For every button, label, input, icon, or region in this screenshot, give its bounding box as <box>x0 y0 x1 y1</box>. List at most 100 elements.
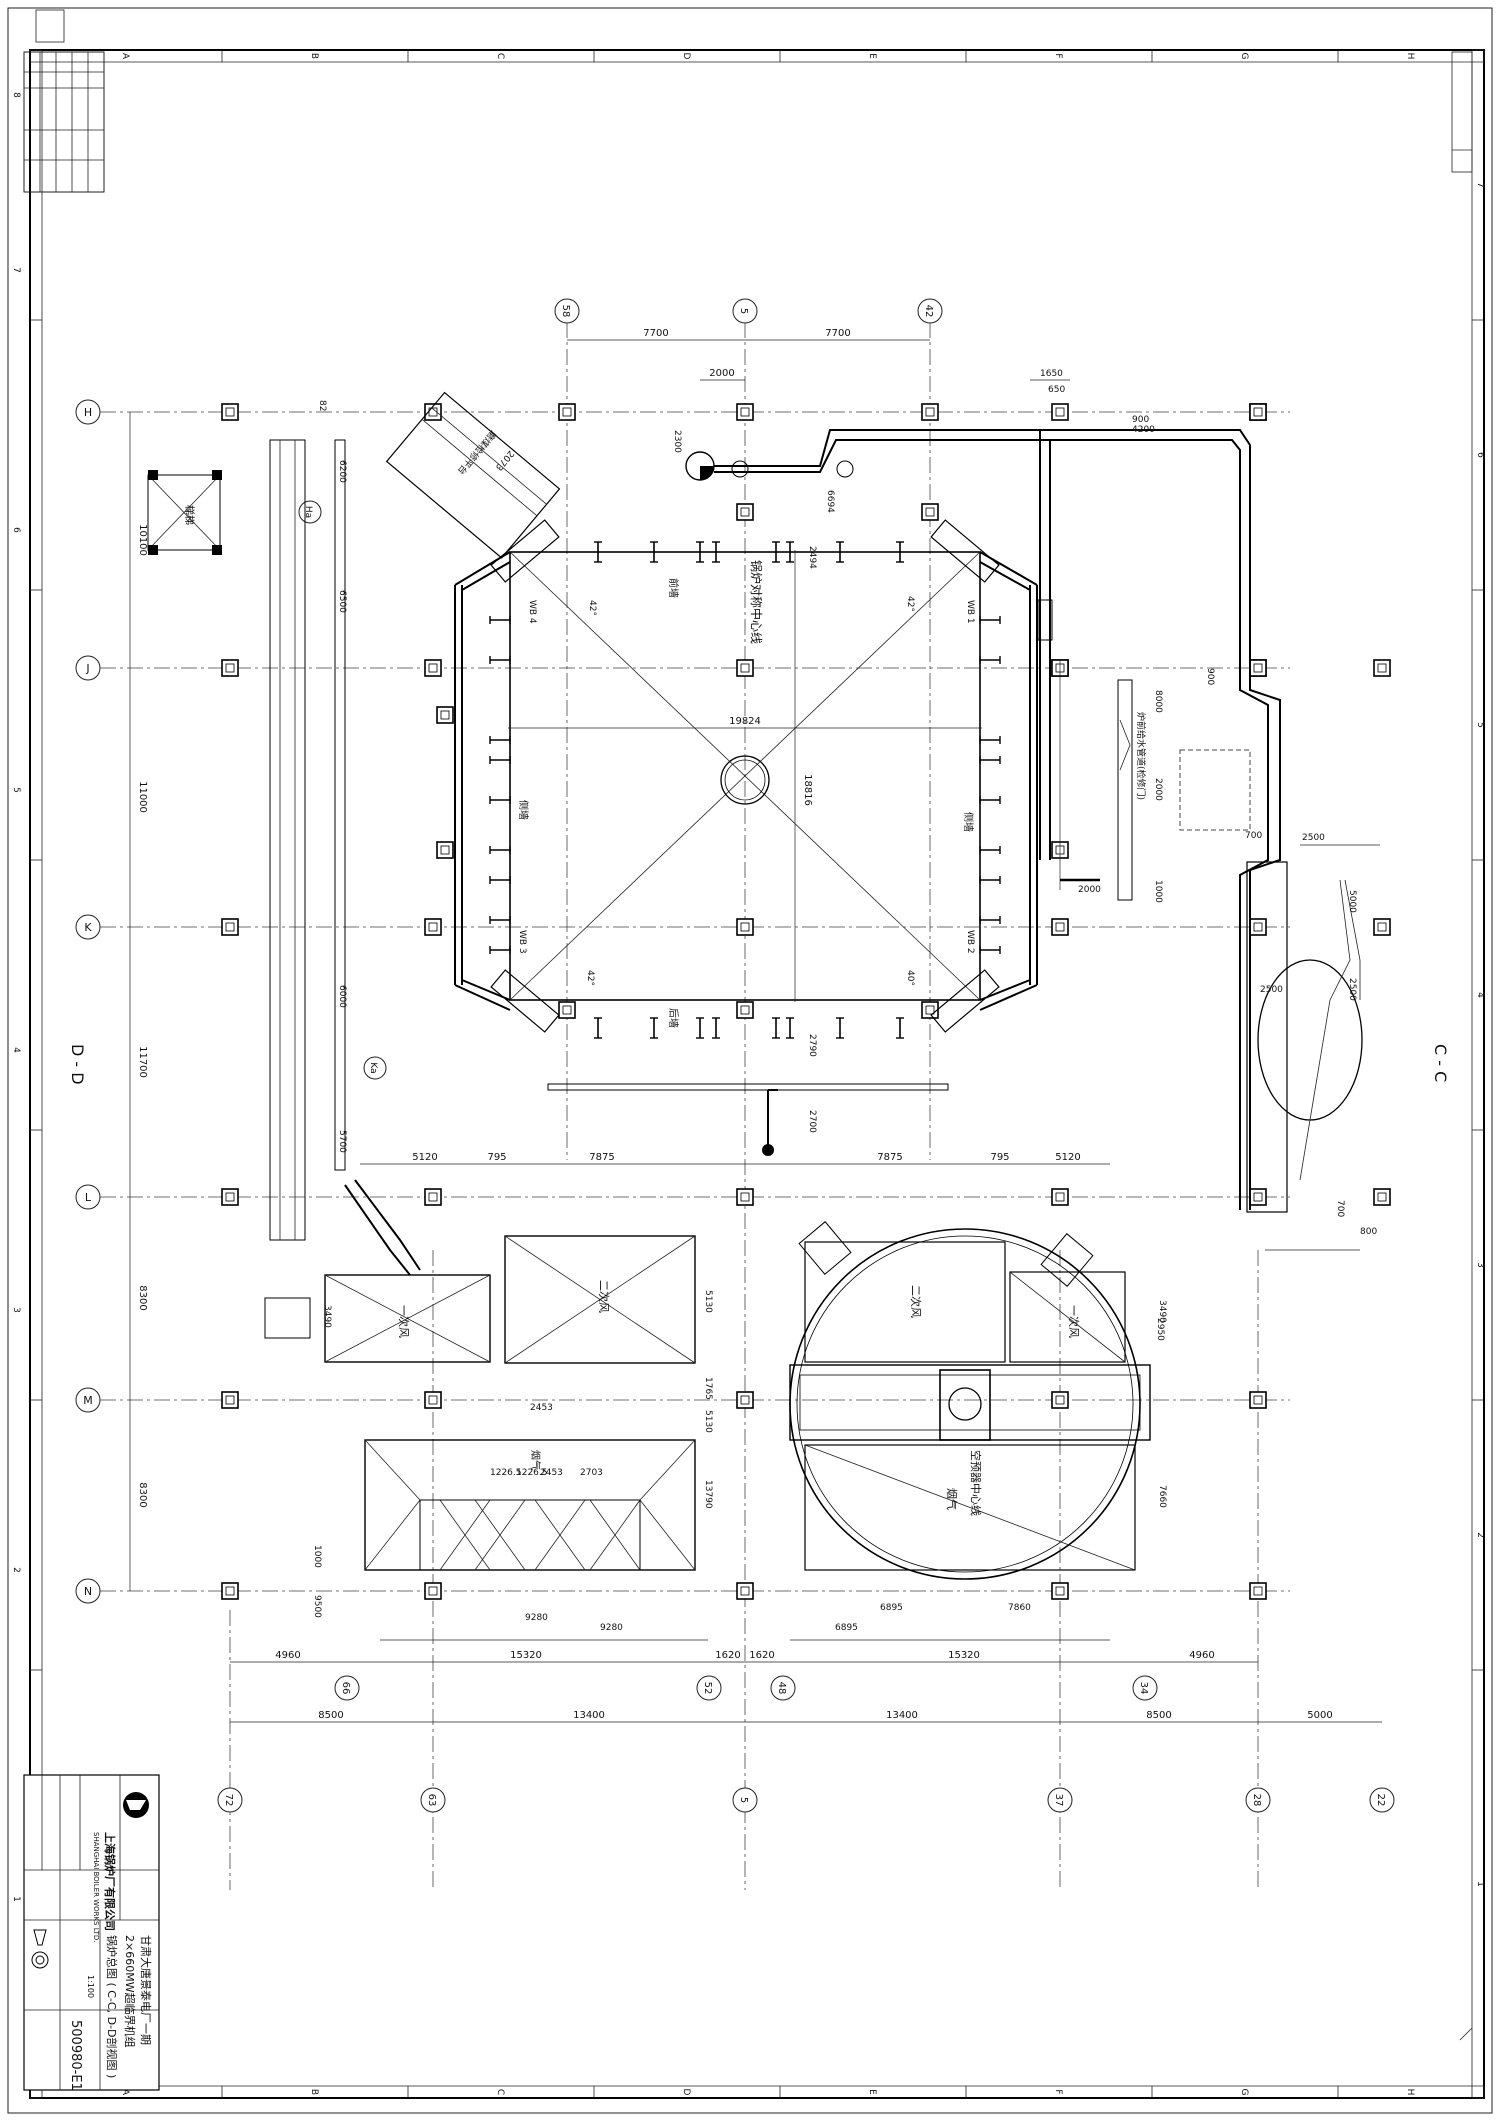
margin-number-right: 7 <box>1475 182 1485 188</box>
margin-ticks <box>29 49 1485 2099</box>
burner-nozzle <box>712 541 720 563</box>
column-marker <box>1249 918 1267 936</box>
maint-platform <box>385 391 561 559</box>
misc-dimension: 3490 <box>322 1305 332 1328</box>
burner-nozzle <box>836 1017 844 1039</box>
margin-number-right: 4 <box>1475 992 1485 998</box>
misc-dimension: 82 <box>317 400 327 411</box>
row-M: M <box>83 1394 93 1407</box>
misc-dimension: 800 <box>1360 1227 1377 1237</box>
misc-dimension: 1000 <box>312 1545 322 1568</box>
burner-nozzle <box>979 946 1001 954</box>
margin-number-left: 7 <box>11 267 21 273</box>
burner-nozzle <box>489 946 511 954</box>
misc-dimension: 9500 <box>312 1595 322 1618</box>
label-maint-note: 2073 <box>493 448 515 472</box>
label-flue-gas-left: 烟气 <box>529 1450 542 1470</box>
label-side-wall-left: 侧墙 <box>517 800 530 820</box>
bubble-Ka: Ka <box>368 1062 378 1073</box>
misc-dimension: 700 <box>1335 1200 1345 1217</box>
label-rear-wall: 后墙 <box>667 1008 680 1028</box>
burner-nozzle <box>979 846 1001 854</box>
column-marker <box>736 503 754 521</box>
burner-nozzle <box>979 796 1001 804</box>
margin-letter-bottom: D <box>681 2089 691 2096</box>
margin-letter-bottom: A <box>120 2089 130 2096</box>
burner-nozzle <box>594 1017 602 1039</box>
dim-lb-1: 795 <box>487 1152 506 1163</box>
burner-nozzle <box>979 916 1001 924</box>
misc-dimension: 6694 <box>825 490 835 513</box>
label-front-wall: 前墙 <box>667 578 680 598</box>
dim-rs-2: 11700 <box>137 1046 148 1078</box>
margin-letter-top: C <box>495 53 505 59</box>
margin-number-left: 3 <box>11 1307 21 1313</box>
column-marker <box>1249 659 1267 677</box>
burner-nozzle <box>489 756 511 764</box>
column-marker <box>736 1582 754 1600</box>
column-marker <box>736 1391 754 1409</box>
burner-nozzle <box>489 616 511 624</box>
burner-nozzle <box>772 1017 780 1039</box>
air-preheater <box>789 1221 1151 1580</box>
misc-dimension: 3490 <box>1157 1300 1167 1323</box>
burner-nozzle <box>489 876 511 884</box>
dim-furnace-depth: 18816 <box>802 774 813 806</box>
burner-WB4: WB 4 <box>527 600 537 624</box>
misc-dimension: 8000 <box>1153 690 1163 713</box>
lower-bubbles: 66 52 48 34 72 63 5 37 28 22 Ka Ha <box>217 500 1395 1813</box>
burner-nozzle <box>836 541 844 563</box>
dim-l2-0: 8500 <box>318 1710 343 1721</box>
tb-company-en: SHANGHAI BOILER WORKS LTD. <box>92 1832 100 1943</box>
label-ahp-centerline: 空预器中心线 <box>969 1450 983 1516</box>
burner-nozzle <box>696 1017 704 1039</box>
misc-dimension: 2000 <box>1153 778 1163 801</box>
approval-stamp <box>23 51 105 193</box>
burner-nozzle <box>979 616 1001 624</box>
stair-tower <box>147 470 222 555</box>
bubble-22: 22 <box>1375 1794 1386 1807</box>
label-side-wall-right: 侧墙 <box>962 812 975 832</box>
misc-dimension: 2453 <box>530 1403 553 1413</box>
bubble-66: 66 <box>340 1682 351 1695</box>
tb-project-line1: 甘肃大唐景泰电厂一期 <box>139 1935 153 2045</box>
burner-WB2: WB 2 <box>965 930 975 954</box>
column-marker <box>921 1001 939 1019</box>
burner-nozzle <box>979 876 1001 884</box>
angle-bl: 42° <box>585 970 595 986</box>
misc-dimension: 900 <box>1132 415 1149 425</box>
column-marker <box>221 1582 239 1600</box>
column-marker <box>436 841 454 859</box>
column-marker <box>736 918 754 936</box>
misc-dimension: 7860 <box>1008 1603 1031 1613</box>
burner-nozzle <box>594 541 602 563</box>
burner-WB1: WB 1 <box>965 600 975 624</box>
tb-drawing-no: 500980-E1 <box>68 2020 83 2091</box>
label-secondary-air-left: 二次风 <box>597 1280 611 1313</box>
bubble-63: 63 <box>426 1794 437 1807</box>
dim-1650: 1650 <box>1040 369 1063 379</box>
margin-letter-bottom: B <box>309 2089 319 2095</box>
column-marker <box>424 1188 442 1206</box>
margin-number-right: 2 <box>1475 1532 1485 1538</box>
dim-l2-4: 5000 <box>1307 1710 1332 1721</box>
dim-650: 650 <box>1048 385 1065 395</box>
misc-dimension: 5130 <box>703 1290 713 1313</box>
margin-letter-bottom: F <box>1053 2089 1063 2094</box>
column-marker <box>424 918 442 936</box>
dim-lb-2: 7875 <box>589 1152 614 1163</box>
column-marker <box>1249 403 1267 421</box>
dim-l2-1: 13400 <box>573 1710 605 1721</box>
margin-letter-bottom: G <box>1239 2089 1249 2096</box>
outer-border <box>7 7 1493 2114</box>
column-marker <box>736 1188 754 1206</box>
column-marker <box>221 918 239 936</box>
row-L: L <box>85 1191 92 1204</box>
burner-nozzle <box>896 1017 904 1039</box>
top-bubbles: 58 5 42 <box>554 298 943 324</box>
burner-nozzle <box>979 756 1001 764</box>
burner-nozzle <box>786 1017 794 1039</box>
margin-number-right: 1 <box>1475 1881 1485 1887</box>
dim-2000: 2000 <box>709 368 734 379</box>
